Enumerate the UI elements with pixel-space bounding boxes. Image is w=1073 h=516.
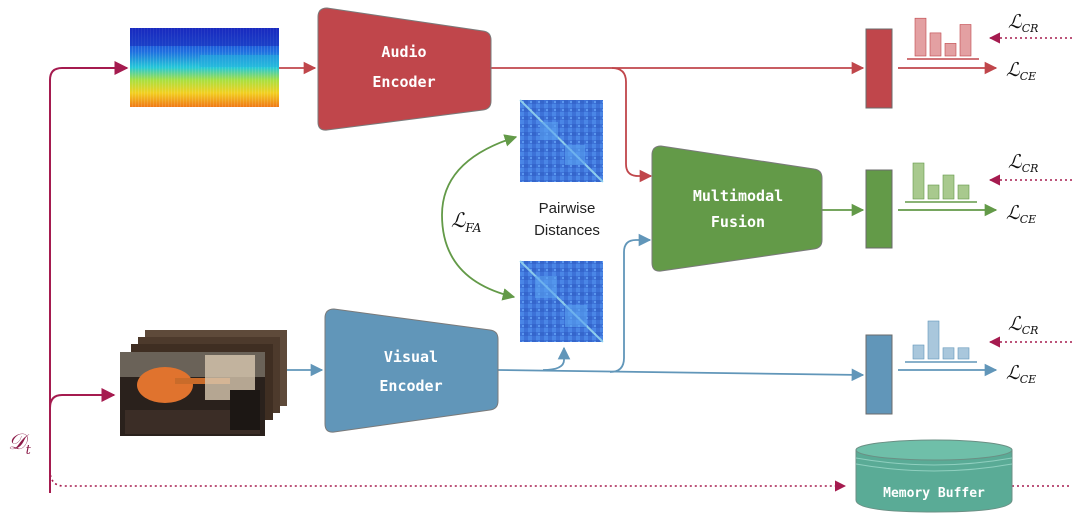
visual-encoder: Visual Encoder — [324, 308, 499, 433]
feature-alignment-loss-label: ℒFA — [451, 208, 482, 235]
data-stream-arrows — [49, 61, 1072, 493]
audio-ce-loss-label: ℒCE — [1006, 59, 1036, 83]
visual-to-fusion-arrow — [609, 233, 652, 373]
audio-cr-loss-label: ℒCR — [1008, 11, 1038, 35]
memory-buffer-label: Memory Buffer — [883, 486, 985, 501]
fusion-label-line1: Multimodal — [693, 187, 783, 205]
histogram-bar — [959, 24, 972, 57]
dataset-symbol: 𝒟t — [8, 430, 32, 458]
histogram-bar — [927, 184, 940, 200]
visual-encoder-to-embedding — [497, 368, 865, 382]
visual-embedding-bar — [865, 334, 893, 415]
fusion-cr-loss-label: ℒCR — [1008, 151, 1038, 175]
visual-histogram — [905, 320, 977, 363]
audio-distance-matrix — [519, 99, 604, 183]
connection-arrows — [279, 61, 865, 382]
fusion-label-line2: Fusion — [711, 213, 765, 231]
fusion-histogram — [905, 162, 977, 203]
histogram-bar — [929, 32, 942, 57]
histogram-bar — [957, 347, 970, 360]
histogram-bar — [942, 347, 955, 360]
visual-encoder-label-line2: Encoder — [379, 377, 442, 395]
data-to-audio-arrow — [49, 61, 129, 493]
multimodal-fusion: Multimodal Fusion — [651, 145, 823, 272]
audio-encoder: Audio Encoder — [317, 7, 492, 131]
memory-buffer: Memory Buffer — [855, 439, 1013, 513]
visual-ce-loss-label: ℒCE — [1006, 362, 1036, 386]
visual-to-distance-arrow — [542, 346, 571, 371]
guitar-body-shape — [137, 367, 193, 403]
pairwise-label-line2: Distances — [534, 222, 600, 239]
visual-distance-matrix — [519, 260, 604, 343]
visual-cr-loss-label: ℒCR — [1008, 313, 1038, 337]
histogram-bar — [957, 184, 970, 200]
audio-histogram — [907, 17, 979, 60]
data-to-memory-arrow — [49, 469, 847, 492]
data-to-video-arrow — [49, 388, 116, 409]
audio-to-fusion-arrow — [611, 67, 653, 183]
audio-embedding-bar — [865, 28, 893, 109]
feature-alignment-arrow — [441, 134, 518, 301]
histogram-bar — [942, 174, 955, 200]
fusion-embedding-bar — [865, 169, 893, 249]
histogram-bar — [914, 17, 927, 57]
fusion-ce-loss-label: ℒCE — [1006, 202, 1036, 226]
histogram-bar — [912, 162, 925, 200]
visual-encoder-label-line1: Visual — [384, 348, 438, 366]
spectrogram-image — [130, 28, 279, 107]
pairwise-label-line1: Pairwise — [539, 200, 596, 217]
video-frames-image — [120, 330, 287, 436]
histogram-bar — [912, 344, 925, 360]
histogram-bar — [944, 43, 957, 57]
histogram-bar — [927, 320, 940, 360]
audio-encoder-label-line2: Encoder — [372, 73, 435, 91]
audio-encoder-label-line1: Audio — [381, 43, 426, 61]
